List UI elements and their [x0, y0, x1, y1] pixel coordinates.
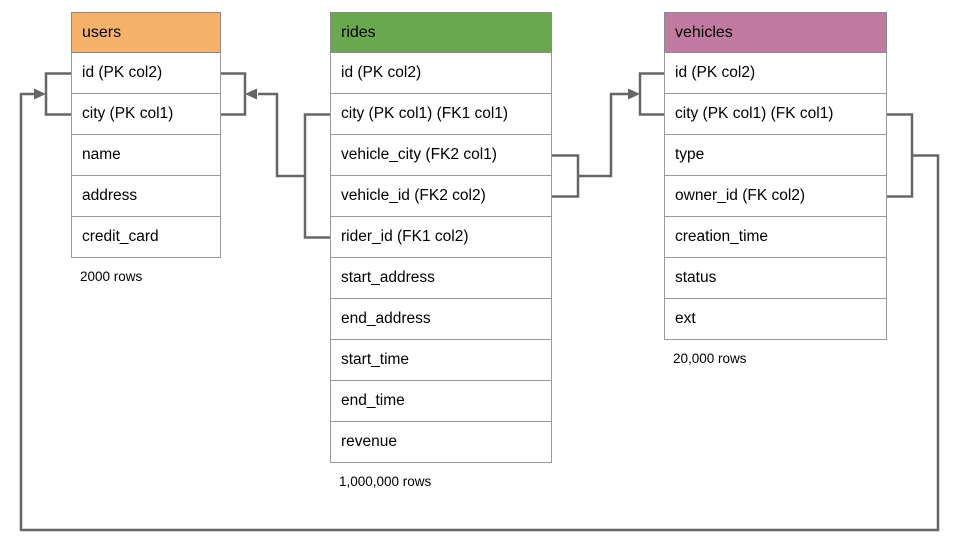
table-column-row: city (PK col1) (FK1 col1)	[330, 94, 552, 135]
table-rides: rides id (PK col2)city (PK col1) (FK1 co…	[330, 12, 552, 489]
fk2-arrowhead	[628, 88, 640, 100]
vehicles-right-bracket	[886, 113, 914, 198]
fk-connector-vehicles-to-users	[19, 92, 940, 532]
fk1-arrowhead	[245, 88, 257, 100]
table-column-row: city (PK col1)	[71, 94, 221, 135]
fk-arrowhead	[34, 88, 46, 100]
row-count-rides: 1,000,000 rows	[339, 474, 432, 489]
vehicles-left-bracket	[638, 72, 665, 116]
table-column-row: status	[664, 258, 887, 299]
users-left-bracket	[44, 72, 72, 116]
table-column-row: type	[664, 135, 887, 176]
table-column-row: id (PK col2)	[664, 53, 887, 94]
table-column-row: address	[71, 176, 221, 217]
table-column-row: owner_id (FK col2)	[664, 176, 887, 217]
table-column-row: start_time	[330, 340, 552, 381]
table-column-row: city (PK col1) (FK col1)	[664, 94, 887, 135]
table-column-row: start_address	[330, 258, 552, 299]
rides-right-bracket	[551, 154, 580, 198]
table-columns-vehicles: id (PK col2)city (PK col1) (FK col1)type…	[664, 53, 887, 340]
table-header-rides: rides	[330, 12, 552, 53]
fk1-connector-rides-to-users	[258, 92, 331, 239]
table-column-row: end_time	[330, 381, 552, 422]
table-column-row: end_address	[330, 299, 552, 340]
table-header-vehicles: vehicles	[664, 12, 887, 53]
table-column-row: rider_id (FK1 col2)	[330, 217, 552, 258]
users-right-bracket	[221, 72, 247, 116]
table-column-row: vehicle_id (FK2 col2)	[330, 176, 552, 217]
table-header-users: users	[71, 12, 221, 53]
table-column-row: name	[71, 135, 221, 176]
table-column-row: id (PK col2)	[71, 53, 221, 94]
table-column-row: credit_card	[71, 217, 221, 258]
table-column-row: id (PK col2)	[330, 53, 552, 94]
row-count-vehicles: 20,000 rows	[673, 351, 747, 366]
table-column-row: creation_time	[664, 217, 887, 258]
table-column-row: ext	[664, 299, 887, 340]
row-count-users: 2000 rows	[80, 269, 143, 284]
table-column-row: revenue	[330, 422, 552, 463]
table-columns-rides: id (PK col2)city (PK col1) (FK1 col1)veh…	[330, 53, 552, 463]
table-vehicles: vehicles id (PK col2)city (PK col1) (FK …	[664, 12, 887, 366]
table-column-row: vehicle_city (FK2 col1)	[330, 135, 552, 176]
fk2-connector-rides-to-vehicles	[578, 92, 628, 178]
